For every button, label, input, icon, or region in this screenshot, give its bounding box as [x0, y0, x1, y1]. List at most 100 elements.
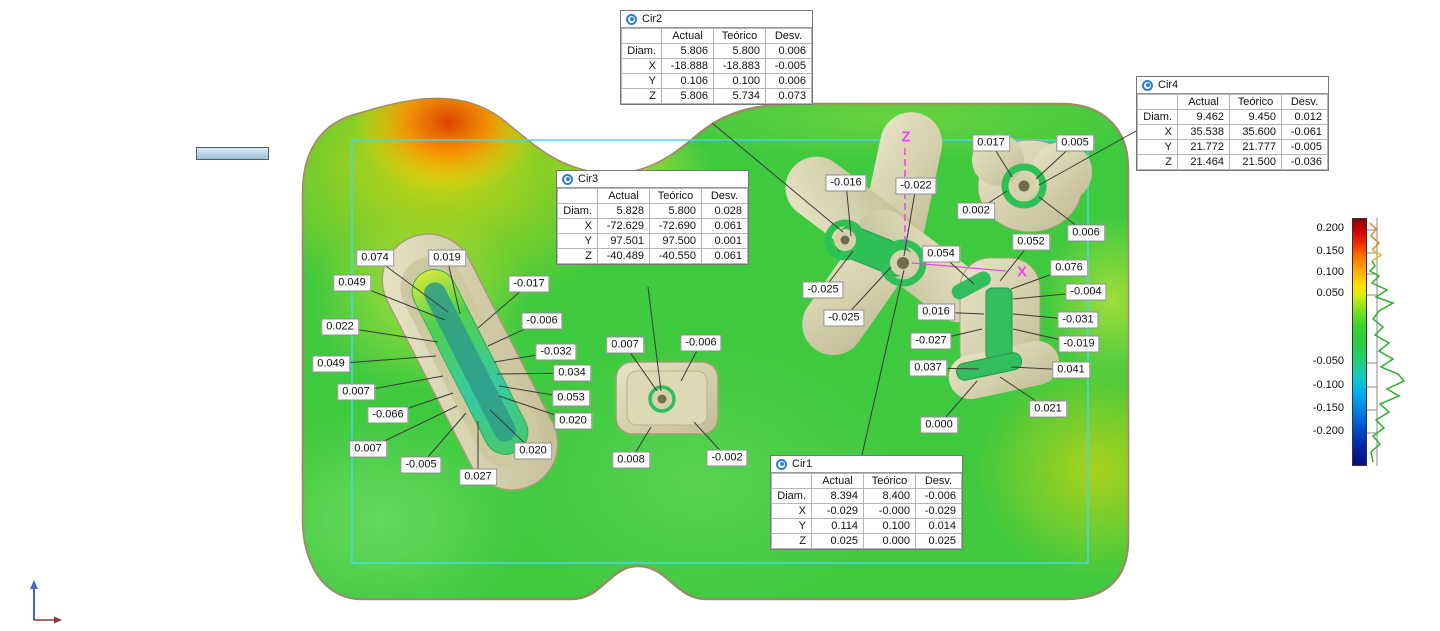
value-cell: 9.462 [1177, 109, 1230, 125]
value-cell: -40.489 [597, 248, 650, 264]
deviation-callout: 0.017 [972, 134, 1010, 152]
row-label: X [557, 218, 598, 234]
deviation-callout: 0.049 [333, 274, 371, 292]
column-header: Teórico [863, 473, 916, 489]
deviation-callout: 0.016 [917, 303, 955, 321]
row-label: Diam. [1137, 109, 1178, 125]
row-label: Y [557, 233, 598, 249]
row-label: Z [557, 248, 598, 264]
value-cell: -0.029 [915, 503, 962, 519]
value-cell: -72.690 [649, 218, 702, 234]
feature-table-title: Cir2 [642, 13, 663, 25]
deviation-callout: 0.002 [957, 202, 995, 220]
value-cell: 0.100 [863, 518, 916, 534]
value-cell: 21.772 [1177, 139, 1230, 155]
table-row: Y 97.501 97.500 0.001 [557, 233, 748, 249]
value-cell: 0.025 [811, 533, 864, 549]
value-cell: -0.036 [1281, 154, 1328, 170]
value-cell: 21.500 [1229, 154, 1282, 170]
value-cell: 97.501 [597, 233, 650, 249]
legend-tick-label: -0.200 [1312, 425, 1344, 437]
row-label: Y [771, 518, 812, 534]
value-cell: 0.001 [701, 233, 748, 249]
column-header: Teórico [713, 28, 766, 44]
value-cell: -0.000 [863, 503, 916, 519]
legend-tick-label: -0.150 [1312, 402, 1344, 414]
value-cell: 21.777 [1229, 139, 1282, 155]
value-cell: 0.061 [701, 248, 748, 264]
deviation-callout: -0.006 [521, 312, 563, 330]
deviation-callout: -0.002 [706, 449, 748, 467]
value-cell: 0.073 [765, 88, 812, 104]
circle-feature-icon [776, 458, 787, 470]
deviation-callout: 0.020 [514, 442, 552, 460]
deviation-callout: -0.006 [680, 334, 722, 352]
table-row: Z 5.806 5.734 0.073 [621, 88, 812, 104]
table-row: X -0.029 -0.000 -0.029 [771, 503, 962, 519]
square-boss-center [615, 361, 719, 435]
deviation-callout: 0.007 [337, 383, 375, 401]
deviation-callout: -0.017 [508, 275, 550, 293]
table-row: Diam. 9.462 9.450 0.012 [1137, 109, 1328, 125]
deviation-callout: -0.027 [910, 332, 952, 350]
value-cell: 0.106 [661, 73, 714, 89]
deviation-callout: 0.000 [920, 416, 958, 434]
deviation-callout: 0.076 [1050, 259, 1088, 277]
value-cell: -72.629 [597, 218, 650, 234]
value-cell: 0.025 [915, 533, 962, 549]
deviation-callout: -0.016 [825, 174, 867, 192]
row-label: X [771, 503, 812, 519]
deviation-callout: -0.025 [802, 281, 844, 299]
deviation-callout: 0.007 [606, 336, 644, 354]
value-cell: 0.000 [863, 533, 916, 549]
table-row: X 35.538 35.600 -0.061 [1137, 124, 1328, 140]
deviation-callout: -0.031 [1057, 311, 1099, 329]
circle-feature-icon [562, 173, 573, 185]
table-row: Y 0.114 0.100 0.014 [771, 518, 962, 534]
value-cell: -18.883 [713, 58, 766, 74]
value-cell: 5.806 [661, 88, 714, 104]
value-cell: 5.828 [597, 203, 650, 219]
value-cell: 0.100 [713, 73, 766, 89]
legend-tick-label: -0.050 [1312, 355, 1344, 367]
value-cell: 8.400 [863, 488, 916, 504]
row-label: Z [771, 533, 812, 549]
feature-table-cir4: Cir4 Actual Teórico Desv. Diam. 9.462 9.… [1136, 76, 1329, 171]
deviation-callout: -0.004 [1065, 283, 1107, 301]
feature-table-title: Cir4 [1158, 79, 1179, 91]
column-header [621, 28, 662, 44]
deviation-callout: 0.019 [428, 249, 466, 267]
value-cell: 0.061 [701, 218, 748, 234]
deviation-callout: -0.019 [1058, 335, 1100, 353]
deviation-callout: 0.022 [321, 318, 359, 336]
value-cell: 0.006 [765, 43, 812, 59]
deviation-callout: 0.021 [1029, 400, 1067, 418]
table-row: Z 21.464 21.500 -0.036 [1137, 154, 1328, 170]
legend-tick-label: 0.150 [1316, 245, 1344, 257]
circle-feature-icon [1142, 79, 1153, 91]
row-label: Diam. [621, 43, 662, 59]
row-label: X [621, 58, 662, 74]
column-header: Desv. [915, 473, 962, 489]
table-row: Z -40.489 -40.550 0.061 [557, 248, 748, 264]
value-cell: 0.014 [915, 518, 962, 534]
deviation-callout: 0.008 [612, 451, 650, 469]
column-header: Desv. [1281, 94, 1328, 110]
feature-table-header: Cir3 [557, 171, 748, 188]
deviation-callout: 0.005 [1056, 134, 1094, 152]
value-cell: -0.029 [811, 503, 864, 519]
deviation-callout: 0.037 [909, 359, 947, 377]
column-header: Desv. [701, 188, 748, 204]
table-row: Diam. 5.806 5.800 0.006 [621, 43, 812, 59]
value-cell: -0.006 [915, 488, 962, 504]
value-cell: -0.005 [1281, 139, 1328, 155]
value-cell: 35.538 [1177, 124, 1230, 140]
deviation-callout: -0.022 [895, 177, 937, 195]
column-header: Actual [1177, 94, 1230, 110]
value-cell: 0.028 [701, 203, 748, 219]
deviation-callout: 0.027 [459, 468, 497, 486]
reference-bar [196, 147, 269, 160]
row-label: Z [1137, 154, 1178, 170]
origin-triad-icon [30, 580, 62, 624]
